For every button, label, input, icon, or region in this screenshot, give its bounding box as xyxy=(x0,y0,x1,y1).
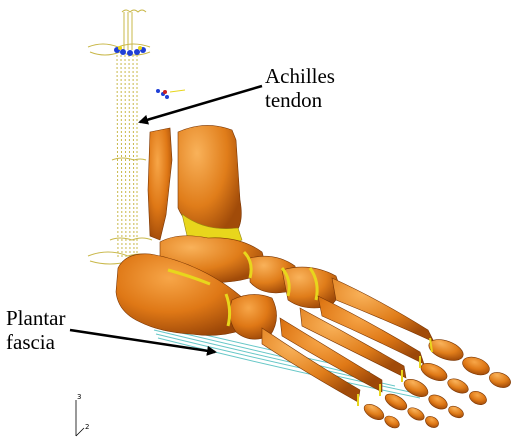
phalanx-bones xyxy=(361,335,512,430)
fibula-bone xyxy=(148,128,172,240)
axis-label-vertical: 3 xyxy=(77,393,81,401)
achilles-label-line1: Achilles xyxy=(265,64,335,88)
plantar-label-line1: Plantar xyxy=(6,306,65,330)
foot-bones xyxy=(116,125,513,430)
cuboid-bone xyxy=(230,294,277,339)
marker-small xyxy=(156,89,185,99)
axis-triad xyxy=(76,400,84,436)
axis-label-horizontal: 2 xyxy=(85,423,89,431)
plantar-label-line2: fascia xyxy=(6,330,55,354)
achilles-label-line2: tendon xyxy=(265,88,322,112)
